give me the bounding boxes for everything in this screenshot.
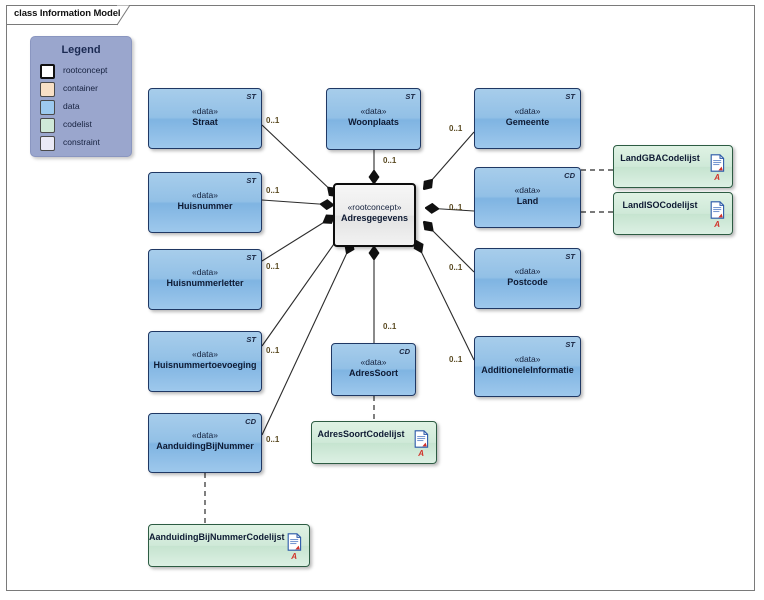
document-icon — [710, 201, 725, 219]
class-tag-cd: CD — [564, 171, 575, 180]
class-name: Woonplaats — [348, 117, 399, 127]
legend-swatch-data — [40, 100, 55, 115]
class-tag-st: ST — [246, 335, 256, 344]
class-stereotype: «data» — [514, 184, 541, 195]
diagram-title: class Information Model — [14, 8, 121, 19]
class-tag-cd: CD — [245, 417, 256, 426]
codelist-marker: A — [418, 449, 424, 458]
class-stereotype: «data» — [192, 266, 218, 277]
multiplicity-postcode: 0..1 — [449, 263, 463, 272]
legend-swatch-rootconcept — [40, 64, 55, 79]
class-stereotype: «data» — [360, 106, 387, 116]
multiplicity-aanduidingbijnummer: 0..1 — [266, 435, 280, 444]
codelist-name: AdresSoortCodelijst — [317, 428, 405, 439]
multiplicity-huisnummertoevoeging: 0..1 — [266, 346, 280, 355]
class-node-postcode[interactable]: ST «data» Postcode — [474, 248, 581, 309]
class-name: Huisnummerletter — [166, 277, 244, 288]
class-stereotype: «rootconcept» — [347, 202, 402, 212]
class-node-land[interactable]: CD «data» Land — [474, 167, 581, 228]
codelist-name: AanduidingBijNummerCodelijst — [149, 531, 285, 542]
class-name: Gemeente — [505, 116, 550, 127]
class-name: AdresSoort — [348, 367, 398, 378]
class-stereotype: «data» — [360, 356, 387, 367]
document-icon — [287, 533, 302, 551]
class-tag-st: ST — [246, 176, 256, 185]
class-node-woonplaats[interactable]: ST «data» Woonplaats — [326, 88, 421, 150]
class-name: Huisnummer — [177, 200, 233, 211]
legend-swatch-container — [40, 82, 55, 97]
codelist-marker: A — [714, 220, 720, 229]
class-node-adresgegevens[interactable]: «rootconcept» Adresgegevens — [333, 183, 416, 247]
class-tag-st: ST — [565, 252, 575, 261]
class-stereotype: «data» — [192, 348, 218, 359]
class-node-straat[interactable]: ST «data» Straat — [148, 88, 262, 149]
codelist-node-adressoortcodelijst[interactable]: AdresSoortCodelijst A — [311, 421, 437, 464]
legend-label-container: container — [63, 83, 98, 93]
codelist-marker: A — [714, 173, 720, 182]
class-tag-st: ST — [565, 340, 575, 349]
legend-title: Legend — [61, 44, 101, 56]
multiplicity-huisnummer: 0..1 — [266, 186, 280, 195]
class-tag-st: ST — [405, 92, 415, 101]
document-icon — [414, 430, 429, 448]
class-name: AanduidingBijNummer — [156, 441, 254, 451]
class-stereotype: «data» — [192, 430, 218, 440]
codelist-node-landisocodelijst[interactable]: LandISOCodelijst A — [613, 192, 733, 235]
codelist-name: LandGBACodelijst — [620, 152, 700, 163]
class-name: Postcode — [507, 276, 548, 287]
class-stereotype: «data» — [514, 353, 541, 364]
multiplicity-additioneleinformatie: 0..1 — [449, 355, 463, 364]
legend-panel: Legend rootconcept container data codeli… — [30, 36, 132, 157]
class-tag-st: ST — [565, 92, 575, 101]
class-name: Straat — [192, 116, 218, 127]
class-tag-st: ST — [246, 92, 256, 101]
codelist-name: LandISOCodelijst — [622, 199, 698, 210]
legend-swatch-constraint — [40, 136, 55, 151]
legend-label-codelist: codelist — [63, 119, 92, 129]
codelist-node-aanduidingbijnummercodelijst[interactable]: AanduidingBijNummerCodelijst A — [148, 524, 310, 567]
class-node-huisnummer[interactable]: ST «data» Huisnummer — [148, 172, 262, 233]
class-node-huisnummertoevoeging[interactable]: ST «data» Huisnummertoevoeging — [148, 331, 262, 392]
legend-label-rootconcept: rootconcept — [63, 65, 108, 75]
class-stereotype: «data» — [514, 105, 541, 116]
class-name: Huisnummertoevoeging — [153, 359, 257, 370]
multiplicity-woonplaats: 0..1 — [383, 156, 397, 165]
codelist-node-landgbacodelijst[interactable]: LandGBACodelijst A — [613, 145, 733, 188]
diagram-frame-tab — [6, 5, 118, 25]
class-tag-cd: CD — [399, 347, 410, 356]
class-name: Land — [516, 195, 539, 206]
multiplicity-gemeente: 0..1 — [449, 124, 463, 133]
multiplicity-straat: 0..1 — [266, 116, 280, 125]
diagram-frame-tab-skew — [117, 5, 131, 26]
class-name: AdditioneleInformatie — [481, 364, 574, 375]
legend-swatch-codelist — [40, 118, 55, 133]
class-node-aanduidingbijnummer[interactable]: CD «data» AanduidingBijNummer — [148, 413, 262, 473]
document-icon — [710, 154, 725, 172]
class-stereotype: «data» — [192, 105, 218, 116]
class-name: Adresgegevens — [340, 213, 409, 223]
class-stereotype: «data» — [514, 265, 541, 276]
codelist-marker: A — [291, 552, 297, 561]
legend-label-data: data — [63, 101, 80, 111]
multiplicity-land: 0..1 — [449, 203, 463, 212]
class-tag-st: ST — [246, 253, 256, 262]
class-node-adressoort[interactable]: CD «data» AdresSoort — [331, 343, 416, 396]
class-node-huisnummerletter[interactable]: ST «data» Huisnummerletter — [148, 249, 262, 310]
multiplicity-adressoort: 0..1 — [383, 322, 397, 331]
legend-label-constraint: constraint — [63, 137, 100, 147]
class-node-gemeente[interactable]: ST «data» Gemeente — [474, 88, 581, 149]
class-stereotype: «data» — [192, 189, 218, 200]
multiplicity-huisnummerletter: 0..1 — [266, 262, 280, 271]
class-node-additioneleinformatie[interactable]: ST «data» AdditioneleInformatie — [474, 336, 581, 397]
